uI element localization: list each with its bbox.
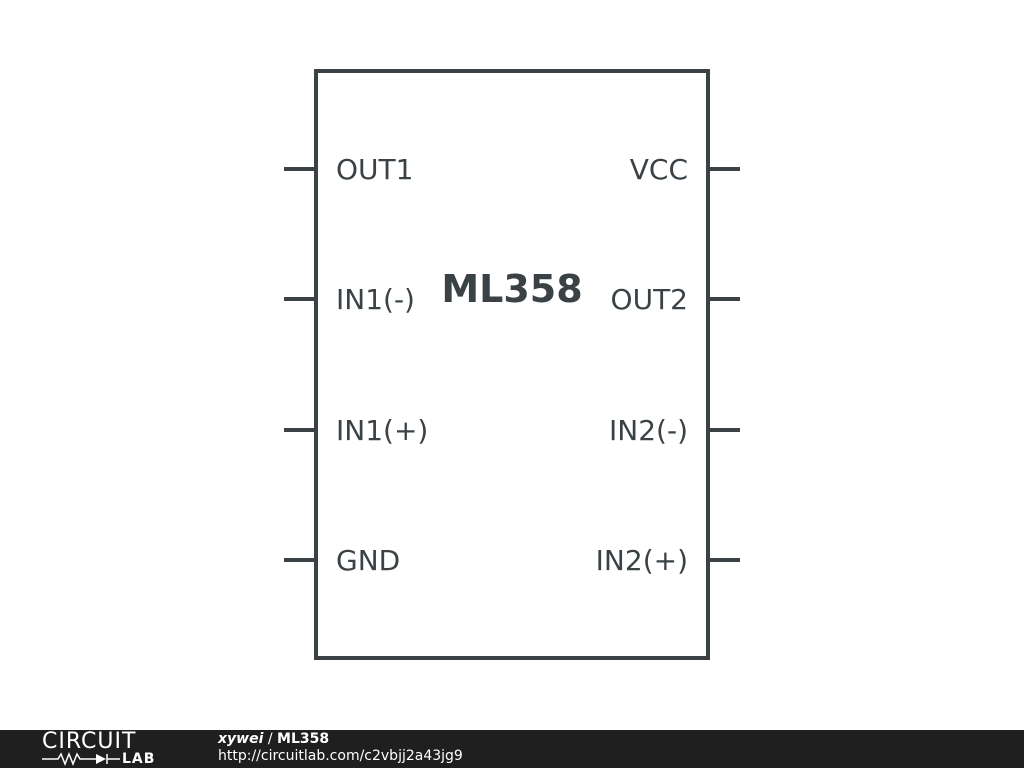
circuit-meta: xywei / ML358 http://circuitlab.com/c2vb… xyxy=(218,731,463,765)
pin-label-out1: OUT1 xyxy=(336,153,413,186)
circuit-url[interactable]: http://circuitlab.com/c2vbjj2a43jg9 xyxy=(218,748,463,764)
resistor-diode-icon xyxy=(42,752,120,766)
pin-label-in1-plus: IN1(+) xyxy=(336,414,428,447)
pin-label-vcc: VCC xyxy=(630,153,688,186)
chip-body xyxy=(314,69,710,660)
logo-text-lab: LAB xyxy=(122,751,156,767)
pin-label-out2: OUT2 xyxy=(611,283,688,316)
pin-label-gnd: GND xyxy=(336,544,400,577)
chip-name: ML358 xyxy=(441,267,582,311)
logo-text-circuit: CIRCUIT xyxy=(42,730,137,754)
pin-label-in2-minus: IN2(-) xyxy=(609,414,688,447)
circuitlab-logo[interactable]: CIRCUIT LAB xyxy=(40,731,180,767)
circuit-title[interactable]: ML358 xyxy=(277,731,330,747)
byline-separator: / xyxy=(263,731,278,747)
pin-label-in2-plus: IN2(+) xyxy=(596,544,688,577)
footer-bar: CIRCUIT LAB xywei / ML358 http://circuit… xyxy=(0,730,1024,768)
schematic-diagram: OUT1 IN1(-) IN1(+) GND VCC OUT2 IN2(-) I… xyxy=(284,69,740,660)
circuit-byline: xywei / ML358 xyxy=(218,731,463,748)
pin-label-in1-minus: IN1(-) xyxy=(336,283,415,316)
author-name[interactable]: xywei xyxy=(218,731,264,747)
